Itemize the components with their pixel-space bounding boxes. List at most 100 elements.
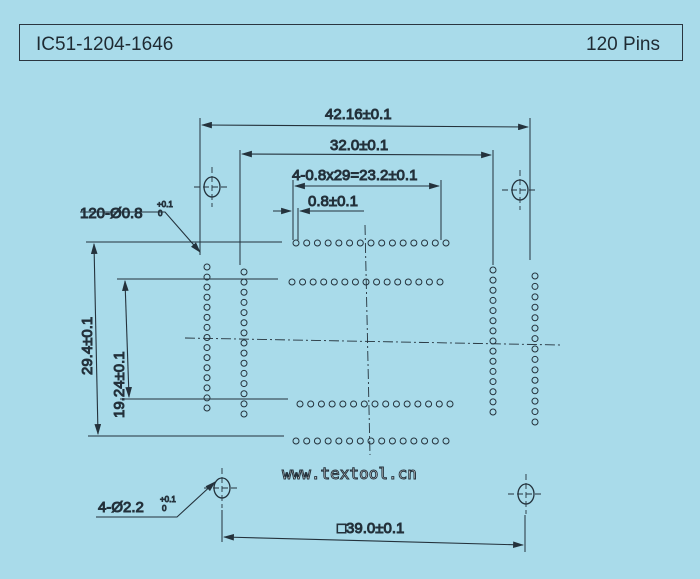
pin-hole	[489, 337, 497, 345]
pin-hole	[203, 404, 211, 412]
pin-hole	[203, 323, 211, 331]
pin-hole	[425, 400, 433, 408]
pin-hole	[531, 408, 539, 416]
pin-hole	[356, 239, 364, 247]
pin-hole	[346, 239, 354, 247]
pin-hole	[489, 398, 497, 406]
pin-count: 120 Pins	[586, 34, 660, 55]
pin-hole	[489, 286, 497, 294]
pin-hole	[203, 344, 211, 352]
pin-hole	[240, 268, 248, 276]
pin-hole	[388, 437, 396, 445]
pin-hole	[489, 388, 497, 396]
pin-hole	[489, 378, 497, 386]
pin-hole	[431, 239, 439, 247]
dim-pitch-span: 4-0.8x29=23.2±0.1	[292, 167, 417, 184]
pin-hole	[240, 329, 248, 337]
pin-hole	[489, 357, 497, 365]
pin-hole	[351, 278, 359, 286]
pin-hole	[240, 380, 248, 388]
pin-hole	[399, 437, 407, 445]
pin-hole	[303, 437, 311, 445]
pin-hole	[299, 278, 307, 286]
pin-array	[203, 239, 539, 445]
pin-hole	[435, 400, 443, 408]
dim-pitch: 0.8±0.1	[308, 193, 358, 210]
pin-hole	[531, 397, 539, 405]
pin-hole	[324, 239, 332, 247]
pin-hole	[317, 400, 325, 408]
pin-hole	[240, 309, 248, 317]
pin-hole	[307, 400, 315, 408]
pin-hole	[309, 278, 317, 286]
pin-hole	[350, 400, 358, 408]
pin-hole	[373, 278, 381, 286]
pin-hole	[203, 364, 211, 372]
pin-hole	[489, 347, 497, 355]
pin-hole	[203, 313, 211, 321]
pin-hole	[388, 239, 396, 247]
pin-hole	[328, 400, 336, 408]
pin-hole	[489, 317, 497, 325]
pin-hole	[240, 410, 248, 418]
pin-hole	[489, 327, 497, 335]
pin-hole	[335, 437, 343, 445]
pin-hole	[346, 437, 354, 445]
pin-hole	[531, 272, 539, 280]
pin-hole	[378, 437, 386, 445]
pin-hole	[371, 400, 379, 408]
pin-hole	[335, 239, 343, 247]
dim-pin-hole-tol-lower: 0	[158, 209, 163, 218]
pin-hole	[240, 339, 248, 347]
dim-mount-hole-tol-lower: 0	[162, 504, 167, 513]
dimension-lines	[80, 121, 530, 549]
pin-hole	[442, 437, 450, 445]
dim-overall-width: 42.16±0.1	[325, 106, 392, 123]
pin-hole	[383, 278, 391, 286]
pin-hole	[421, 437, 429, 445]
pin-hole	[414, 400, 422, 408]
pin-hole	[489, 307, 497, 315]
pin-hole	[410, 437, 418, 445]
part-number: IC51-1204-1646	[36, 34, 174, 55]
pin-hole	[531, 418, 539, 426]
pin-hole	[367, 437, 375, 445]
pin-hole	[240, 298, 248, 306]
pin-hole	[489, 276, 497, 284]
pin-hole	[531, 387, 539, 395]
pin-hole	[531, 324, 539, 332]
pin-hole	[421, 239, 429, 247]
pin-hole	[531, 345, 539, 353]
pin-hole	[489, 408, 497, 416]
pin-hole	[296, 400, 304, 408]
pin-hole	[203, 394, 211, 402]
pin-hole	[339, 400, 347, 408]
pin-hole	[446, 400, 454, 408]
pin-hole	[436, 278, 444, 286]
pin-hole	[531, 355, 539, 363]
pin-hole	[203, 374, 211, 382]
pin-hole	[240, 400, 248, 408]
pin-hole	[410, 239, 418, 247]
pin-hole	[240, 349, 248, 357]
pin-hole	[240, 278, 248, 286]
pin-hole	[313, 239, 321, 247]
pin-hole	[341, 278, 349, 286]
pin-hole	[531, 303, 539, 311]
pin-hole	[531, 282, 539, 290]
dim-pin-hole: 120-Ø0.8	[80, 205, 143, 222]
pin-hole	[203, 293, 211, 301]
pin-hole	[403, 400, 411, 408]
pin-hole	[378, 239, 386, 247]
pin-hole	[240, 390, 248, 398]
pin-hole	[240, 359, 248, 367]
dim-mount-hole-tol-upper: +0.1	[160, 495, 176, 504]
pin-hole	[531, 293, 539, 301]
pin-hole	[404, 278, 412, 286]
center-lines	[184, 224, 561, 456]
pin-hole	[531, 335, 539, 343]
pin-hole	[531, 376, 539, 384]
extension-lines	[86, 118, 531, 552]
pin-hole	[288, 278, 296, 286]
